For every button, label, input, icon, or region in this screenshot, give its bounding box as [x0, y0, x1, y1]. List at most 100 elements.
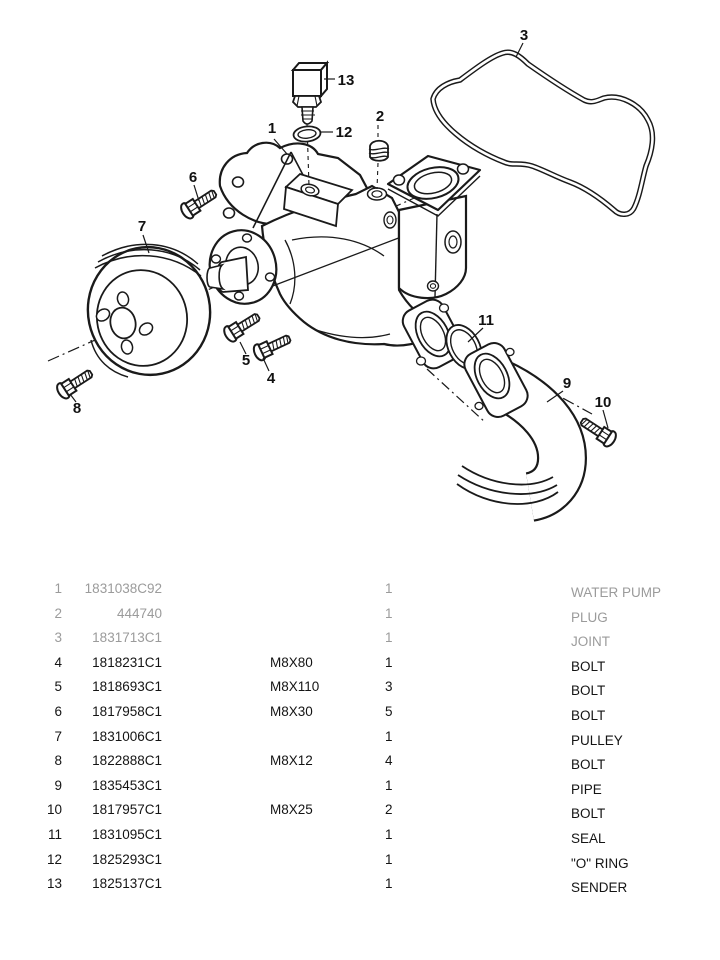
part-qty: 2 — [385, 802, 393, 818]
part-number: 1825137C1 — [92, 876, 162, 892]
callout-8[interactable]: 8 — [73, 400, 81, 417]
callout-6[interactable]: 6 — [189, 169, 197, 186]
part-row[interactable]: 4 1818231C1 M8X80 1 BOLT — [0, 655, 720, 680]
part-description: BOLT — [571, 806, 606, 822]
part-number: 1831038C92 — [84, 581, 162, 596]
parts-exploded-diagram: 1 2 3 4 5 6 7 8 9 10 11 12 13 — [47, 27, 656, 522]
part-row[interactable]: 10 1817957C1 M8X25 2 BOLT — [0, 802, 720, 827]
part-item-number: 9 — [54, 777, 62, 793]
part-description: SENDER — [571, 880, 628, 896]
part-number: 1825293C1 — [92, 851, 162, 867]
part-row[interactable]: 3 1831713C1 1 JOINT — [0, 630, 720, 655]
part-number: 1831713C1 — [92, 630, 162, 646]
o-ring — [292, 125, 322, 143]
part-row[interactable]: 13 1825137C1 1 SENDER — [0, 876, 720, 901]
part-item-number: 6 — [54, 704, 62, 720]
part-item-number: 10 — [46, 802, 62, 818]
bolt-4 — [250, 329, 295, 364]
part-size: M8X30 — [270, 704, 313, 720]
part-item-number: 4 — [54, 654, 62, 670]
callout-9[interactable]: 9 — [563, 375, 571, 392]
bolt-6 — [177, 184, 221, 222]
bolt-8 — [53, 364, 97, 402]
part-qty: 4 — [385, 753, 393, 769]
part-row[interactable]: 1 1831038C92 1 WATER PUMP — [0, 581, 720, 606]
part-size: M8X12 — [270, 753, 313, 769]
part-description: BOLT — [571, 708, 606, 724]
plug-axis-dashes — [376, 125, 379, 190]
part-item-number: 5 — [54, 679, 62, 695]
part-qty: 1 — [385, 827, 393, 843]
part-qty: 1 — [385, 777, 393, 793]
part-number: 1835453C1 — [92, 777, 162, 793]
part-item-number: 8 — [54, 753, 62, 769]
part-description: PLUG — [571, 609, 608, 625]
callout-4[interactable]: 4 — [267, 370, 276, 387]
part-qty: 1 — [385, 654, 393, 670]
sender — [290, 60, 330, 125]
callout-leaders — [69, 42, 609, 429]
part-item-number: 2 — [54, 605, 62, 621]
plug — [368, 139, 390, 162]
part-size: M8X25 — [270, 802, 313, 818]
part-size: M8X110 — [270, 679, 320, 695]
part-number: 1831006C1 — [92, 728, 162, 744]
part-row[interactable]: 12 1825293C1 1 "O" RING — [0, 852, 720, 877]
part-number: 444740 — [116, 605, 162, 621]
part-description: BOLT — [571, 658, 606, 674]
pump-hub — [206, 229, 278, 305]
callout-5[interactable]: 5 — [242, 352, 250, 369]
part-item-number: 11 — [47, 827, 62, 843]
callout-12[interactable]: 12 — [336, 124, 353, 141]
bolt-5 — [220, 308, 264, 345]
parts-table: 1 1831038C92 1 WATER PUMP 2 444740 1 PLU… — [0, 581, 720, 901]
part-number: 1831095C1 — [92, 827, 162, 843]
callout-7[interactable]: 7 — [138, 218, 146, 235]
part-qty: 1 — [385, 581, 393, 596]
part-qty: 1 — [385, 851, 393, 867]
part-row[interactable]: 5 1818693C1 M8X110 3 BOLT — [0, 679, 720, 704]
part-item-number: 13 — [46, 876, 62, 892]
part-size: M8X80 — [270, 654, 313, 670]
callout-3[interactable]: 3 — [520, 27, 528, 44]
part-number: 1817958C1 — [92, 704, 162, 720]
part-number: 1818693C1 — [92, 679, 162, 695]
part-description: JOINT — [571, 634, 610, 650]
part-row[interactable]: 6 1817958C1 M8X30 5 BOLT — [0, 704, 720, 729]
callout-11[interactable]: 11 — [478, 312, 494, 329]
part-description: "O" RING — [571, 855, 629, 871]
part-qty: 5 — [385, 704, 393, 720]
part-qty: 1 — [385, 728, 393, 744]
part-row[interactable]: 8 1822888C1 M8X12 4 BOLT — [0, 753, 720, 778]
part-description: WATER PUMP — [571, 585, 661, 600]
part-row[interactable]: 11 1831095C1 1 SEAL — [0, 827, 720, 852]
sender-boss — [283, 172, 354, 228]
elbow-pipe — [456, 341, 588, 522]
gasket-joint — [430, 49, 656, 217]
outlet-flange — [401, 298, 465, 370]
callout-1[interactable]: 1 — [268, 120, 276, 137]
callout-10[interactable]: 10 — [595, 394, 612, 411]
part-number: 1818231C1 — [92, 654, 162, 670]
part-qty: 1 — [385, 630, 393, 646]
part-row[interactable]: 9 1835453C1 1 PIPE — [0, 778, 720, 803]
part-row[interactable]: 2 444740 1 PLUG — [0, 606, 720, 631]
part-item-number: 12 — [46, 851, 62, 867]
part-description: SEAL — [571, 831, 606, 847]
part-item-number: 3 — [54, 630, 62, 646]
part-description: BOLT — [571, 757, 606, 773]
callout-2[interactable]: 2 — [376, 108, 384, 125]
part-description: PIPE — [571, 781, 602, 797]
part-number: 1822888C1 — [92, 753, 162, 769]
callout-13[interactable]: 13 — [338, 72, 355, 89]
part-qty: 1 — [385, 605, 393, 621]
part-description: PULLEY — [571, 732, 623, 748]
part-row[interactable]: 7 1831006C1 1 PULLEY — [0, 729, 720, 754]
part-qty: 3 — [385, 679, 393, 695]
outlet-neck — [366, 154, 482, 300]
part-item-number: 1 — [54, 581, 62, 596]
part-item-number: 7 — [54, 728, 62, 744]
part-number: 1817957C1 — [92, 802, 162, 818]
pulley — [86, 243, 212, 378]
